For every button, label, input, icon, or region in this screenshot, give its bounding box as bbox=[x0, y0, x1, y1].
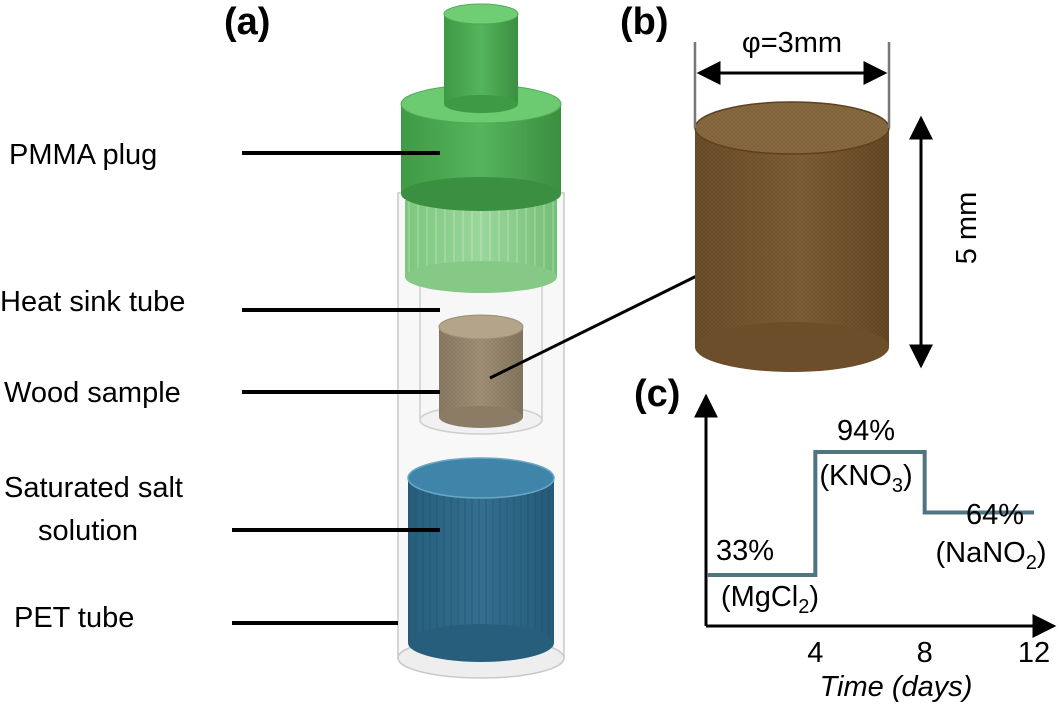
callout-salt-label-line2: solution bbox=[38, 515, 138, 547]
step-salt-label-3: (NaNO2) bbox=[935, 537, 1046, 574]
salt-solution bbox=[407, 457, 555, 662]
callout-salt-solution: Saturated salt solution bbox=[4, 472, 440, 547]
x-tick-label-4: 4 bbox=[807, 637, 823, 669]
magnify-arrow bbox=[489, 256, 736, 380]
callout-pmma-plug: PMMA plug bbox=[9, 139, 440, 171]
callout-pet-tube-label: PET tube bbox=[14, 602, 134, 634]
callout-pet-tube: PET tube bbox=[14, 602, 398, 634]
panel-label-a: (a) bbox=[224, 1, 270, 43]
panel-label-b: (b) bbox=[620, 1, 669, 43]
step-rh-label-2: 94% bbox=[837, 415, 895, 447]
step-rh-label-3: 64% bbox=[966, 499, 1024, 531]
assembly-drawing bbox=[397, 3, 565, 679]
diameter-label: φ=3mm bbox=[742, 27, 842, 59]
x-tick-label-8: 8 bbox=[917, 637, 933, 669]
x-tick-label-12: 12 bbox=[1018, 637, 1050, 669]
wood-sample-enlarged bbox=[694, 101, 890, 372]
wood-sample-small bbox=[438, 314, 524, 428]
callout-wood-sample: Wood sample bbox=[4, 377, 440, 409]
height-label: 5 mm bbox=[951, 192, 983, 265]
panel-label-c: (c) bbox=[634, 373, 680, 415]
callout-wood-sample-label: Wood sample bbox=[4, 377, 181, 409]
callout-heat-sink-tube-label: Heat sink tube bbox=[0, 286, 185, 318]
rh-step-line bbox=[707, 450, 1034, 577]
step-salt-label-1: (MgCl2) bbox=[721, 581, 819, 618]
height-dimension: 5 mm bbox=[909, 115, 983, 369]
callout-heat-sink-tube: Heat sink tube bbox=[0, 286, 440, 318]
chart-x-label: Time (days) bbox=[820, 671, 973, 703]
callout-pmma-plug-label: PMMA plug bbox=[9, 139, 157, 171]
diameter-dimension: φ=3mm bbox=[693, 27, 891, 128]
step-salt-label-2: (KNO3) bbox=[819, 460, 912, 497]
step-rh-label-1: 33% bbox=[716, 535, 774, 567]
pmma-plug bbox=[400, 3, 562, 293]
callout-salt-label-line1: Saturated salt bbox=[4, 472, 183, 504]
rh-step-chart: 33% (MgCl2) 94% (KNO3) 64% (NaNO2) 4 8 12 Time … bbox=[694, 393, 1057, 703]
